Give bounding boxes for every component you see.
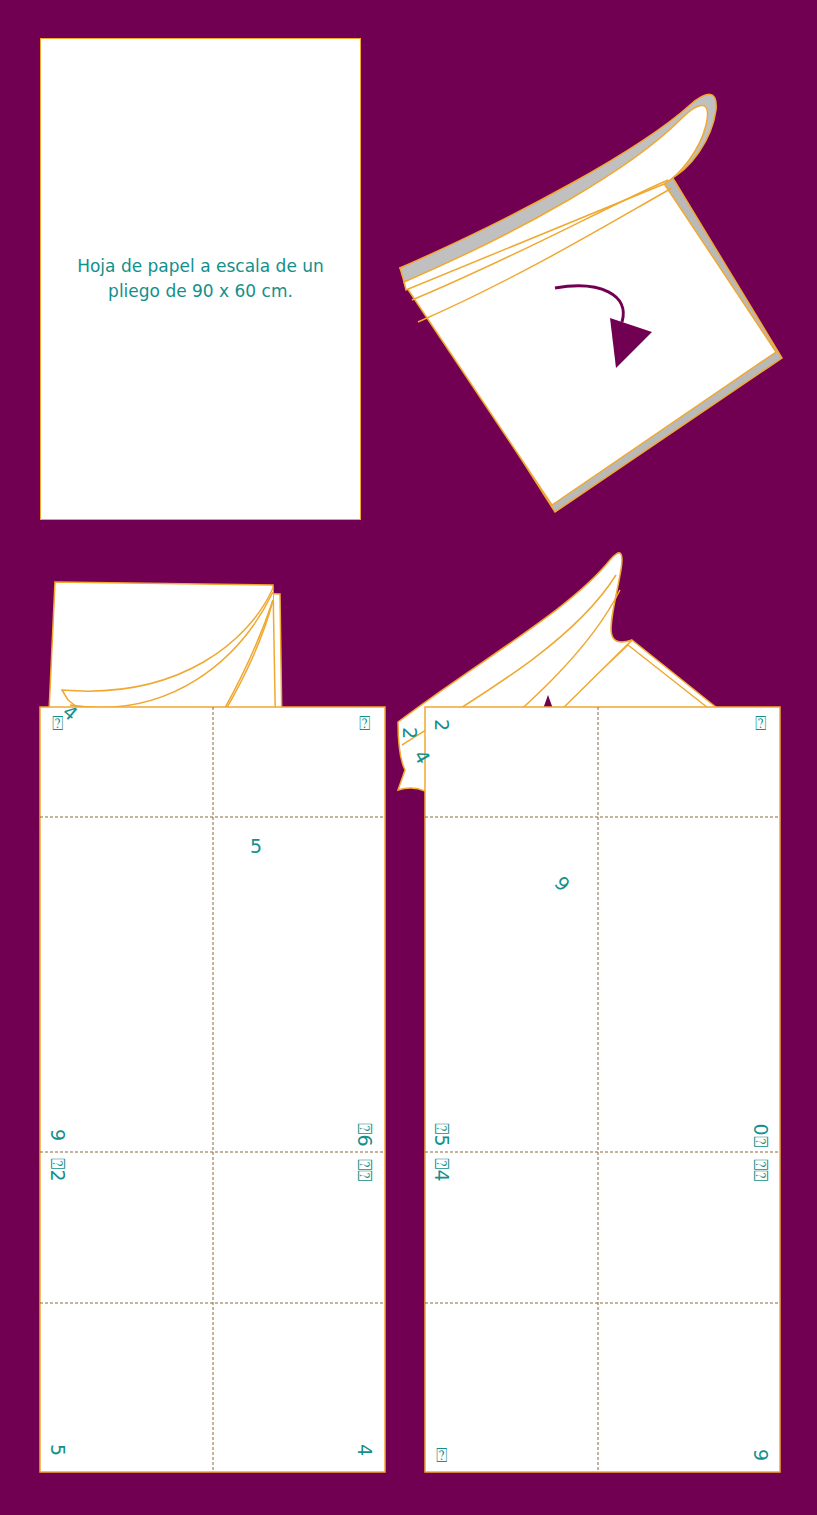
page-number: 4 [411,747,434,767]
page-number: ⍰ [52,714,63,733]
page-number: 2 [432,719,451,731]
page-number: ⍰2 [48,1158,67,1181]
page-number: 5 [250,837,262,856]
page-number: ⍰4 [432,1158,451,1181]
paper-sheet: Hoja de papel a escala de un pliego de 9… [40,38,361,520]
folding-sheet [400,94,782,512]
page-number: ⍰⍰ [355,1159,374,1181]
page-number: 9 [551,873,573,895]
page-number: 9 [751,1449,770,1461]
page-number: 0⍰ [751,1123,770,1146]
page-number: 4 [355,1444,374,1456]
page-number: ⍰ [755,714,766,733]
page-number: ⍰5 [432,1123,451,1146]
page-number: 2 [400,727,419,739]
imposition-sheet [40,707,385,1472]
sheet-caption: Hoja de papel a escala de un pliego de 9… [41,254,360,303]
page-number: ⍰6 [355,1123,374,1146]
page-number: ⍰ [436,1446,447,1465]
page-number: 5 [48,1444,67,1456]
page-number: ⍰ [359,714,370,733]
page-number: ⍰⍰ [751,1159,770,1181]
imposition-sheet [425,707,780,1472]
page-number: 9 [48,1129,67,1141]
